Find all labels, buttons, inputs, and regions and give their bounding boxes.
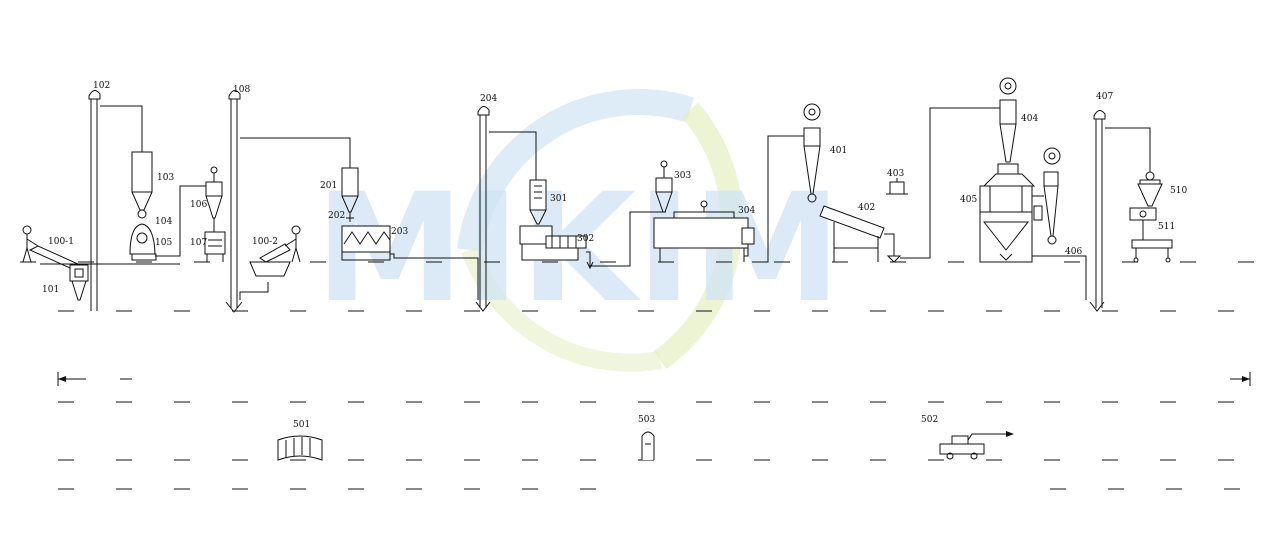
label-402: 402 xyxy=(858,203,875,213)
label-510: 510 xyxy=(1170,186,1187,196)
packer-511 xyxy=(1129,207,1173,263)
label-301: 301 xyxy=(550,194,567,204)
item-501 xyxy=(277,435,323,461)
silo-201 xyxy=(341,167,359,222)
hopper-301 xyxy=(529,179,547,225)
label-511: 511 xyxy=(1158,222,1175,232)
extruder-302 xyxy=(519,211,666,270)
label-404: 404 xyxy=(1021,114,1038,124)
mixer-107 xyxy=(204,231,226,262)
cooler-405 xyxy=(979,163,1036,263)
elevator-204 xyxy=(475,106,537,312)
elevator-108 xyxy=(225,90,351,313)
crusher-105 xyxy=(129,185,206,261)
item-503 xyxy=(641,431,655,460)
dimension-arrows xyxy=(57,372,1251,386)
worker-100-2 xyxy=(249,225,301,277)
label-503: 503 xyxy=(638,415,655,425)
cyclone-406 xyxy=(1032,147,1087,300)
label-406: 406 xyxy=(1065,247,1082,257)
floor-lines xyxy=(20,261,1255,490)
label-407: 407 xyxy=(1096,92,1113,102)
coater-402 xyxy=(819,107,1005,263)
label-100-1: 100-1 xyxy=(48,237,74,247)
item-502 xyxy=(939,431,1014,460)
cyclone-404 xyxy=(999,77,1017,163)
silo-103 xyxy=(131,151,153,219)
elevator-407 xyxy=(1089,110,1151,312)
label-102: 102 xyxy=(93,81,110,91)
tank-403 xyxy=(886,178,908,195)
label-302: 302 xyxy=(577,234,594,244)
label-103: 103 xyxy=(157,173,174,183)
label-303: 303 xyxy=(674,171,691,181)
label-401: 401 xyxy=(830,146,847,156)
label-203: 203 xyxy=(391,227,408,237)
label-101: 101 xyxy=(42,285,59,295)
label-204: 204 xyxy=(480,94,497,104)
label-104: 104 xyxy=(155,217,172,227)
label-108: 108 xyxy=(233,85,250,95)
label-501: 501 xyxy=(293,420,310,430)
cyclone-303 xyxy=(655,160,673,213)
label-202: 202 xyxy=(328,211,345,221)
steamer-203 xyxy=(341,225,479,300)
bin-510 xyxy=(1137,171,1163,207)
label-403: 403 xyxy=(887,169,904,179)
label-304: 304 xyxy=(738,206,755,216)
worker-100-1 xyxy=(22,225,80,269)
elevator-102 xyxy=(88,90,143,311)
label-100-2: 100-2 xyxy=(252,237,278,247)
label-105: 105 xyxy=(155,238,172,248)
label-106: 106 xyxy=(190,200,207,210)
cyclone-401 xyxy=(803,103,821,203)
feed-hopper-101 xyxy=(40,263,180,301)
label-107: 107 xyxy=(190,238,207,248)
label-201: 201 xyxy=(320,181,337,191)
labels: 100-1 101 102 103 104 105 106 107 108 10… xyxy=(42,81,1187,430)
label-502: 502 xyxy=(921,415,938,425)
cyclone-106 xyxy=(205,166,223,232)
dryer-304 xyxy=(653,135,808,263)
label-405: 405 xyxy=(960,195,977,205)
